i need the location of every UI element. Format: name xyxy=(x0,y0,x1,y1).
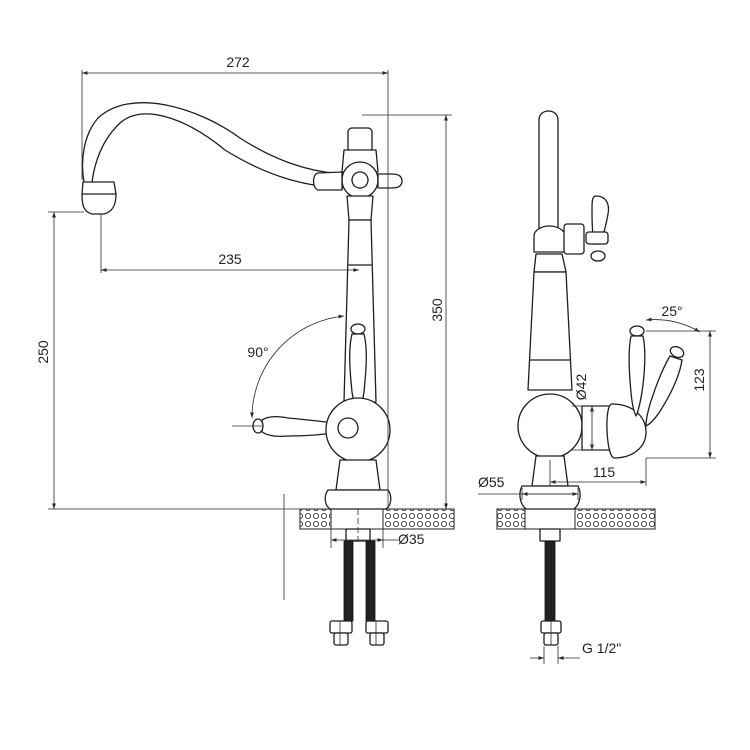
dim-lever-rotation: 90° xyxy=(247,344,268,360)
side-lever-upright xyxy=(628,325,646,417)
dim-overall-height: 350 xyxy=(429,298,445,322)
side-body xyxy=(517,253,583,510)
side-lever-tilted xyxy=(645,345,685,427)
dim-overall-width: 272 xyxy=(226,54,250,70)
front-dimensions: 272 235 350 250 90° Ø35 xyxy=(35,54,452,600)
front-body-base xyxy=(324,397,392,510)
dim-thread: G 1/2" xyxy=(582,640,621,656)
dim-base-diameter: Ø55 xyxy=(478,474,505,490)
front-lever-upright xyxy=(349,323,367,413)
dim-spout-reach: 235 xyxy=(218,251,242,267)
side-view: 25° Ø42 123 115 Ø55 xyxy=(478,110,716,664)
front-view: 272 235 350 250 90° Ø35 xyxy=(35,54,455,646)
side-dimensions: 25° Ø42 123 115 Ø55 xyxy=(478,303,716,664)
dim-spout-height: 250 xyxy=(35,340,51,364)
front-hoses xyxy=(329,509,389,646)
front-top-lever xyxy=(312,171,403,191)
dim-hole-diameter: Ø35 xyxy=(398,531,425,547)
front-spout xyxy=(81,102,352,215)
dim-body-diameter: Ø42 xyxy=(573,374,589,401)
dim-lever-height: 123 xyxy=(691,368,707,392)
side-countertop xyxy=(496,508,656,530)
side-top-lever xyxy=(585,195,610,262)
side-hose xyxy=(539,528,562,646)
front-countertop xyxy=(299,508,455,530)
dim-lever-reach: 115 xyxy=(593,464,616,480)
side-spout-column xyxy=(533,110,585,255)
dim-tilt-angle: 25° xyxy=(661,303,682,319)
